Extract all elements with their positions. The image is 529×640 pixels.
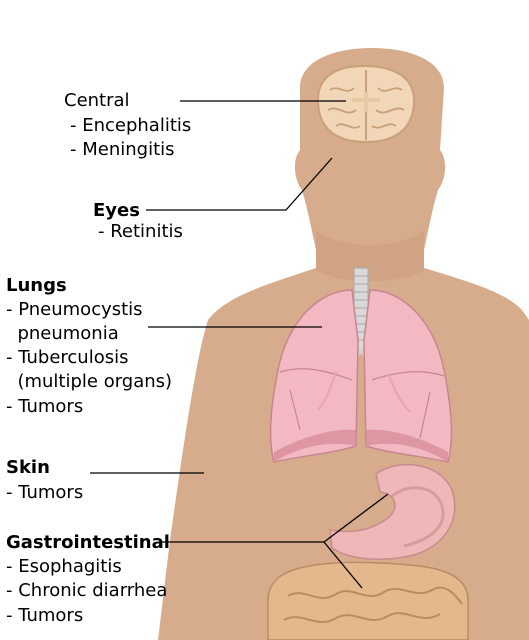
lungs-item-multiple-organs: (multiple organs) [6,371,173,392]
eyes-item-retinitis: - Retinitis [98,221,183,242]
lungs-item-tuberculosis: - Tuberculosis [6,347,129,368]
gi-item-chronic-diarrhea: - Chronic diarrhea [6,580,168,601]
lungs-item-tumors: - Tumors [6,396,84,417]
lungs-title: Lungs [6,275,67,296]
central-item-encephalitis: - Encephalitis [70,115,192,136]
lungs-item-pneumocystis: - Pneumocystis [6,299,143,320]
lungs-icon [269,289,453,463]
leader-lines [90,100,389,589]
lungs-item-pneumonia: pneumonia [6,323,119,344]
eyes-title: Eyes [93,200,140,221]
brain-icon [316,64,416,144]
gi-item-tumors: - Tumors [6,605,84,626]
gi-leader-branch [323,541,363,589]
intestines-icon [267,561,469,640]
neck-shadow [316,230,424,282]
skin-title: Skin [6,457,50,478]
skin-item-tumors: - Tumors [6,482,84,503]
gi-title: Gastrointestinal [6,532,170,553]
central-item-meningitis: - Meningitis [70,139,175,160]
gi-item-esophagitis: - Esophagitis [6,556,122,577]
stomach-icon [329,463,456,560]
eyes-leader-line [146,157,333,211]
central-title: Central [64,90,130,111]
